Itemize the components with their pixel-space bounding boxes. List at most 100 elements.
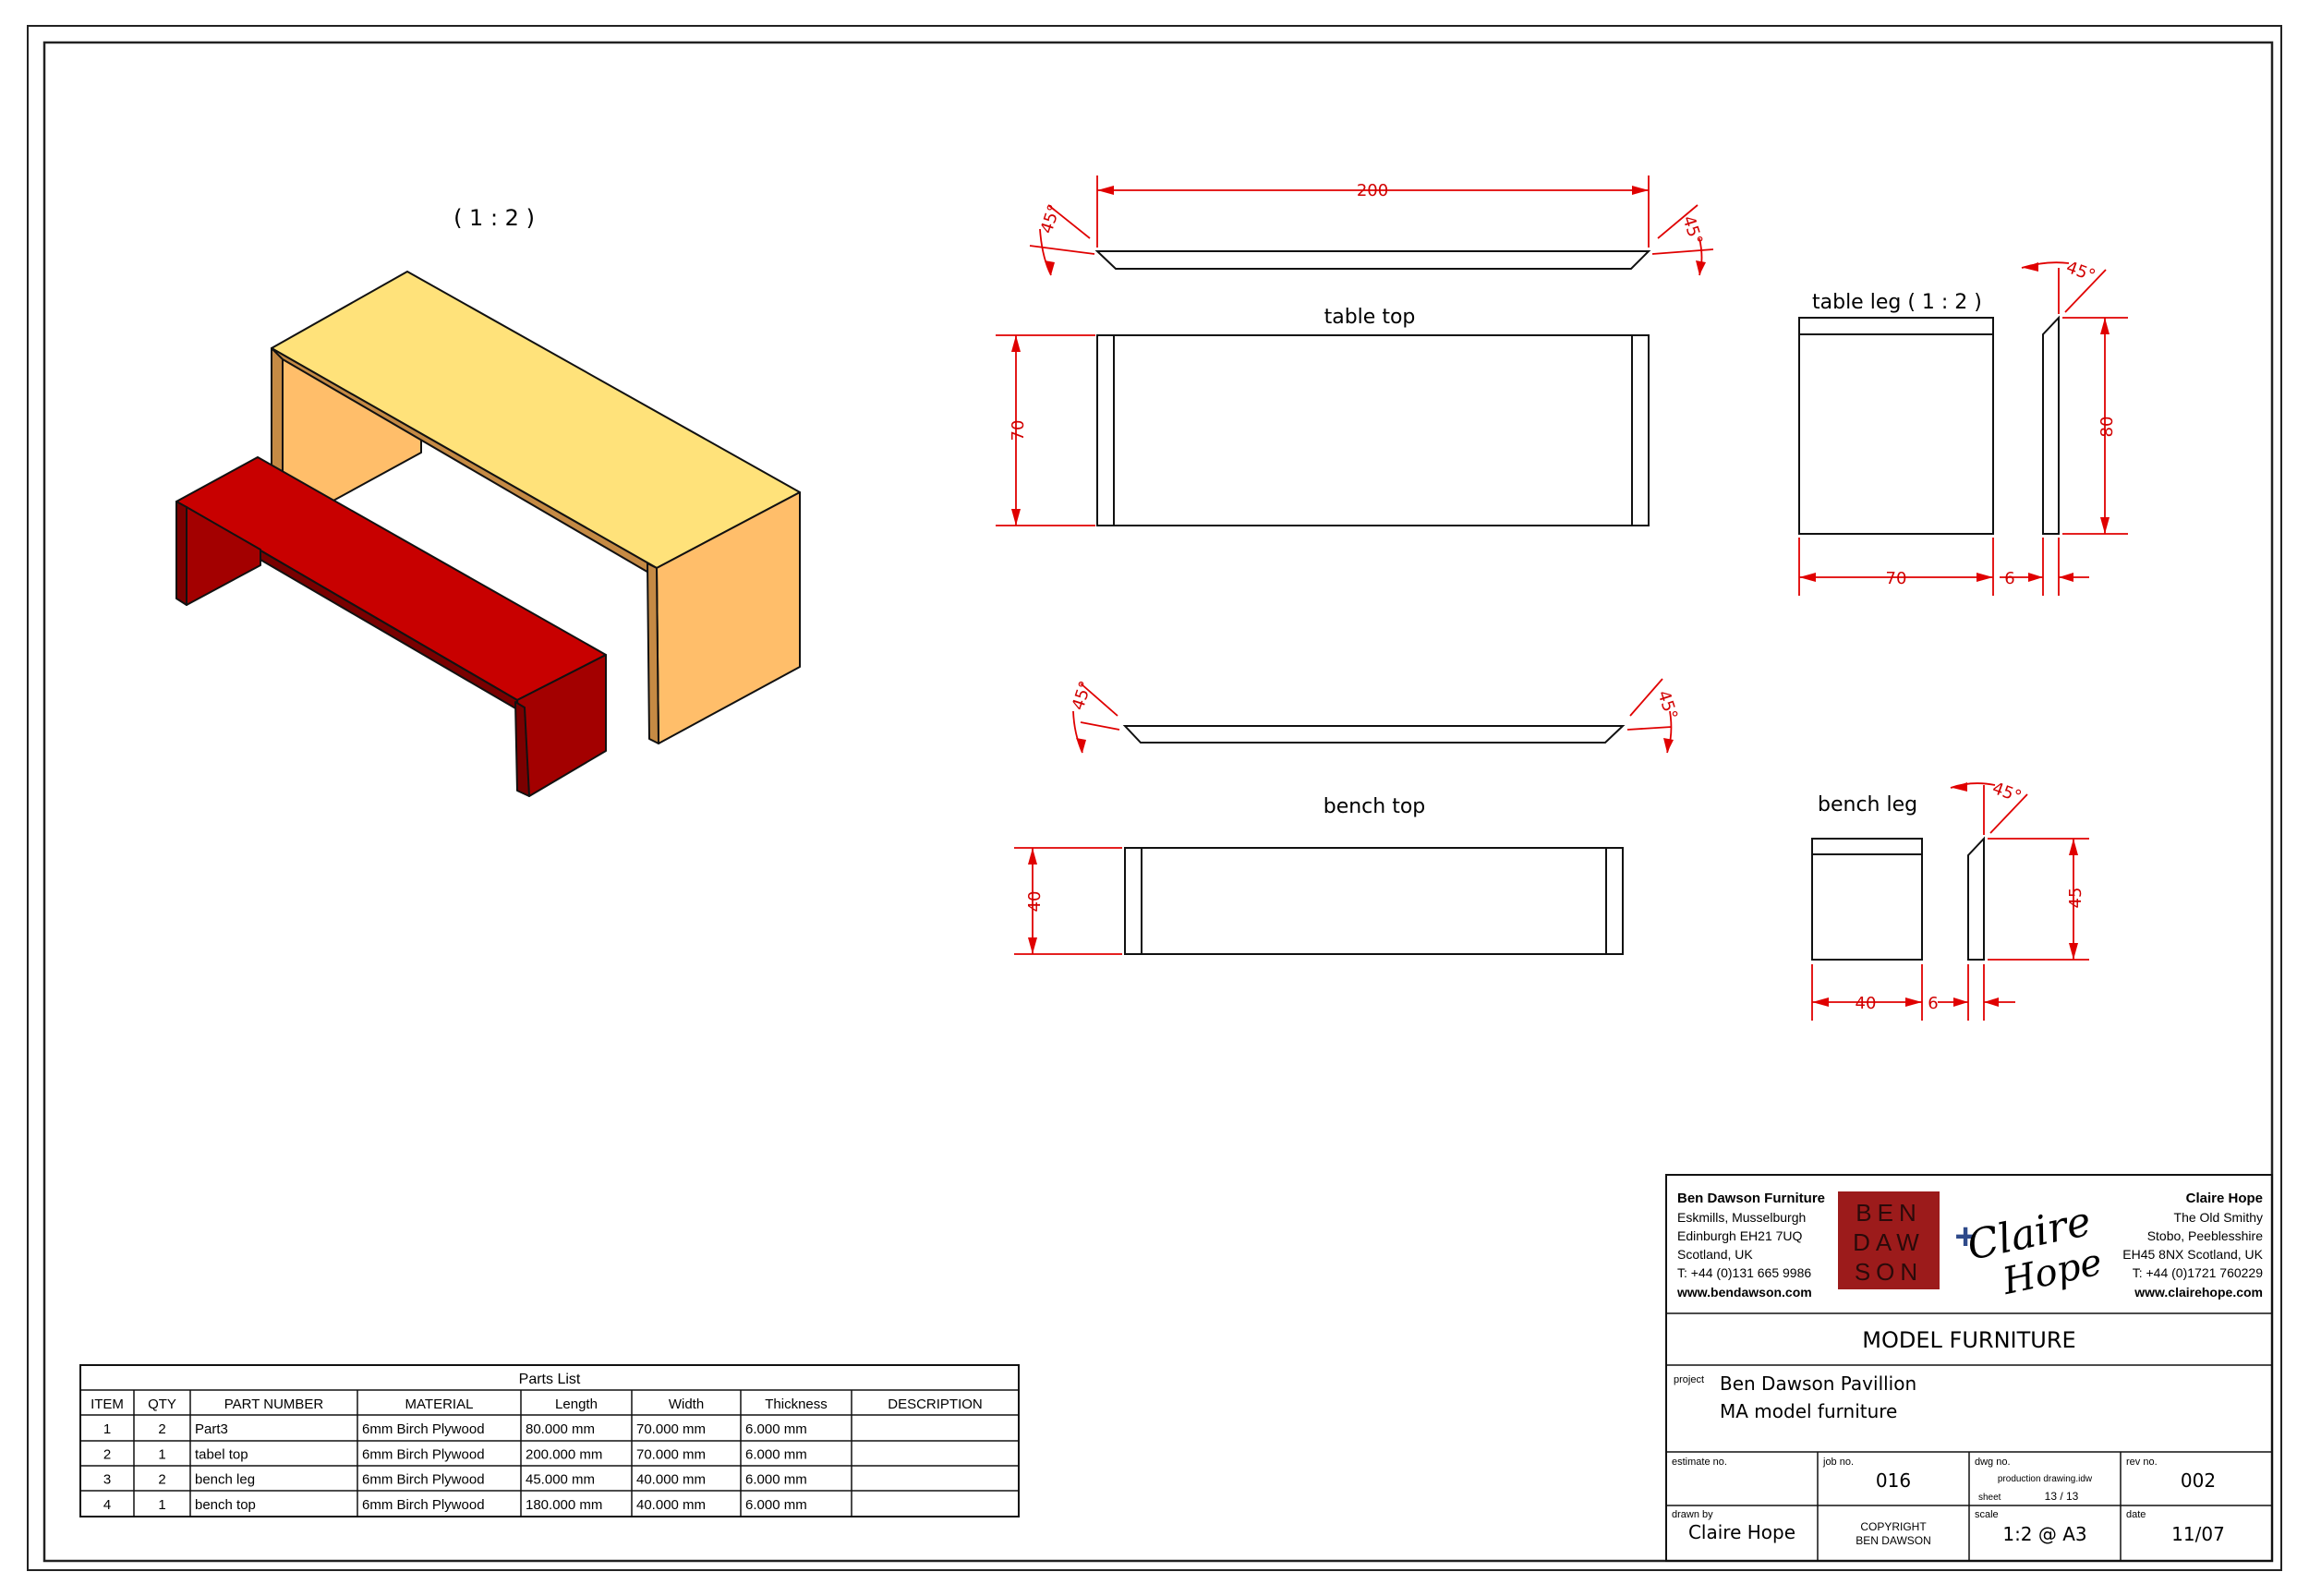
logo-letters-2: DAW <box>1853 1228 1925 1256</box>
bench-leg-far <box>175 501 187 606</box>
project-label: project <box>1674 1374 1704 1385</box>
ben-dawson-logo <box>1838 1191 1940 1289</box>
left-company-line-3: Scotland, UK <box>1677 1247 1753 1262</box>
scale-value: 1:2 @ A3 <box>2002 1523 2086 1545</box>
parts-cell-material: 6mm Birch Plywood <box>362 1472 485 1488</box>
parts-cell-part-number: bench top <box>195 1497 256 1513</box>
table-leg-label: table leg ( 1 : 2 ) <box>1812 291 1982 314</box>
parts-cell-part-number: tabel top <box>195 1446 248 1462</box>
bench-leg-far-face <box>186 506 261 606</box>
bench-leg-near-edge <box>514 701 530 797</box>
rev-label: rev no. <box>2126 1457 2158 1468</box>
table-leg-near-edge <box>647 562 659 744</box>
bench-top-side-view <box>1072 678 1674 754</box>
parts-cell-thickness: 6.000 mm <box>745 1421 807 1437</box>
bench-leg-width-dim: 40 <box>1856 994 1877 1013</box>
job-value: 016 <box>1876 1469 1911 1492</box>
right-company-line-3: EH45 8NX Scotland, UK <box>2122 1247 2263 1262</box>
left-company-line-1: Eskmills, Musselburgh <box>1677 1210 1806 1225</box>
project-line-2: MA model furniture <box>1720 1400 1897 1422</box>
job-label: job no. <box>1822 1457 1854 1468</box>
parts-cell-part-number: Part3 <box>195 1421 228 1437</box>
right-company-phone: T: +44 (0)1721 760229 <box>2133 1265 2263 1280</box>
parts-cell-length: 80.000 mm <box>526 1421 595 1437</box>
table-top-side-view <box>1029 175 1714 276</box>
parts-header-width: Width <box>669 1396 704 1412</box>
rev-value: 002 <box>2181 1469 2216 1492</box>
bench-leg-thickness-dim: 6 <box>1928 994 1938 1013</box>
inner-border <box>42 41 2274 1563</box>
date-label: date <box>2126 1509 2146 1520</box>
table-top-width-dim: 70 <box>1009 420 1028 441</box>
parts-cell-length: 45.000 mm <box>526 1472 595 1488</box>
parts-cell-item: 3 <box>103 1472 111 1488</box>
parts-header-qty: QTY <box>148 1396 176 1412</box>
logo-letters-3: SON <box>1855 1258 1923 1286</box>
table-top-angle-left: 45° <box>1037 202 1065 236</box>
parts-cell-material: 6mm Birch Plywood <box>362 1446 485 1462</box>
left-company-name: Ben Dawson Furniture <box>1677 1191 1825 1206</box>
table-top-label: table top <box>1324 306 1416 329</box>
table-leg-views <box>1798 261 2128 596</box>
table-leg-thickness-dim: 6 <box>2004 569 2014 588</box>
table-leg-width-dim: 70 <box>1886 569 1907 588</box>
sheet-value: 13 / 13 <box>2045 1490 2079 1503</box>
drawn-value: Claire Hope <box>1688 1521 1795 1543</box>
right-company-website: www.clairehope.com <box>2134 1285 2263 1300</box>
parts-header-material: MATERIAL <box>405 1396 474 1412</box>
drawn-label: drawn by <box>1672 1509 1713 1520</box>
table-leg-angle: 45° <box>2063 258 2097 286</box>
logo-letters-1: BEN <box>1856 1199 1921 1227</box>
parts-header-part-number: PART NUMBER <box>224 1396 324 1412</box>
dwg-label: dwg no. <box>1975 1457 2011 1468</box>
bench-top-label: bench top <box>1324 795 1426 818</box>
parts-header-thickness: Thickness <box>765 1396 828 1412</box>
sheet-label: sheet <box>1978 1493 2001 1503</box>
dwg-file: production drawing.idw <box>1998 1474 2093 1484</box>
bench-leg-label: bench leg <box>1818 793 1917 816</box>
bench-top-width-dim: 40 <box>1025 891 1045 913</box>
parts-cell-qty: 2 <box>158 1472 165 1488</box>
parts-cell-part-number: bench leg <box>195 1472 255 1488</box>
parts-cell-thickness: 6.000 mm <box>745 1497 807 1513</box>
left-company-line-2: Edinburgh EH21 7UQ <box>1677 1228 1803 1243</box>
outer-border <box>27 25 2282 1571</box>
parts-cell-width: 40.000 mm <box>636 1497 706 1513</box>
parts-cell-width: 70.000 mm <box>636 1446 706 1462</box>
bench-top-angle-right: 45° <box>1653 688 1681 722</box>
right-company-line-1: The Old Smithy <box>2174 1210 2263 1225</box>
parts-cell-length: 200.000 mm <box>526 1446 602 1462</box>
bench-top-angle-left: 45° <box>1069 679 1096 713</box>
table-leg-height-dim: 80 <box>2097 417 2117 438</box>
bench-leg-angle: 45° <box>1989 779 2024 807</box>
iso-scale-label: ( 1 : 2 ) <box>453 205 535 231</box>
title-block: Ben Dawson Furniture Eskmills, Musselbur… <box>1665 1174 2273 1562</box>
parts-cell-length: 180.000 mm <box>526 1497 602 1513</box>
parts-cell-qty: 2 <box>158 1421 165 1437</box>
parts-header-description: DESCRIPTION <box>888 1396 983 1412</box>
parts-cell-item: 2 <box>103 1446 111 1462</box>
parts-cell-width: 70.000 mm <box>636 1421 706 1437</box>
table-top-angle-right: 45° <box>1678 213 1706 248</box>
parts-cell-thickness: 6.000 mm <box>745 1446 807 1462</box>
copyright-line-2: BEN DAWSON <box>1856 1534 1931 1547</box>
parts-cell-thickness: 6.000 mm <box>745 1472 807 1488</box>
scale-label: scale <box>1975 1509 1999 1520</box>
parts-cell-material: 6mm Birch Plywood <box>362 1421 485 1437</box>
copyright-line-1: COPYRIGHT <box>1860 1520 1927 1533</box>
isometric-assembly <box>175 271 801 797</box>
left-company-phone: T: +44 (0)131 665 9986 <box>1677 1265 1811 1280</box>
logo-plus: + <box>1954 1216 1976 1257</box>
project-line-1: Ben Dawson Pavillion <box>1720 1372 1916 1395</box>
parts-header-length: Length <box>555 1396 598 1412</box>
bench-top-plan-view <box>1014 847 1624 955</box>
parts-header-item: ITEM <box>91 1396 124 1412</box>
drawing-title: MODEL FURNITURE <box>1862 1327 2075 1353</box>
parts-cell-item: 4 <box>103 1497 111 1513</box>
left-company-website: www.bendawson.com <box>1676 1285 1812 1300</box>
parts-cell-item: 1 <box>103 1421 111 1437</box>
date-value: 11/07 <box>2171 1523 2225 1545</box>
right-company-name: Claire Hope <box>2186 1191 2263 1206</box>
